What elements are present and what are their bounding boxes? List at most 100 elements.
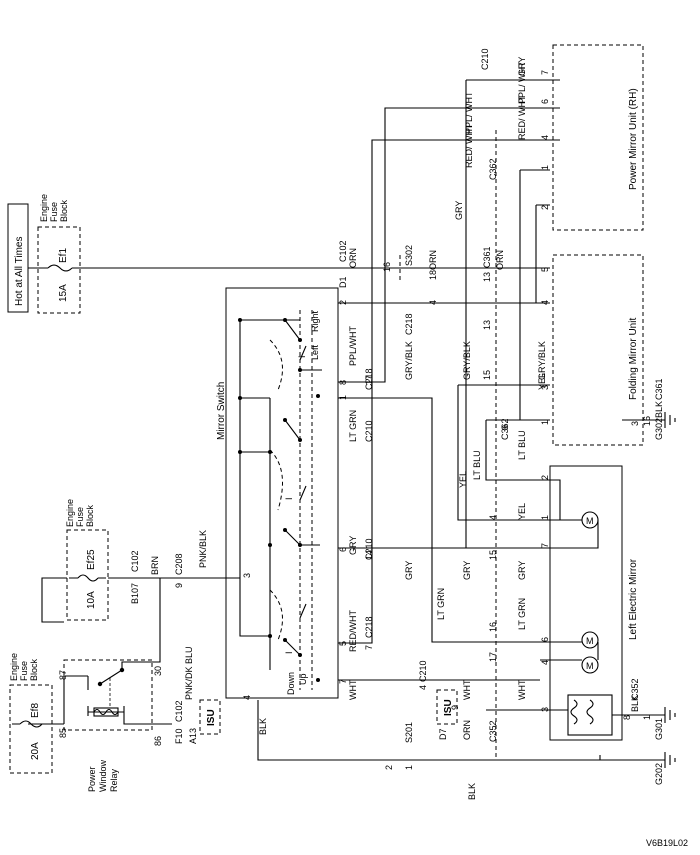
fuse-ef25: Ef25 10A bbox=[66, 529, 109, 621]
wire-ef25-input bbox=[41, 577, 67, 623]
ground-g302 bbox=[622, 412, 676, 428]
wire-relay-87 bbox=[63, 675, 89, 724]
wire-relay-86 bbox=[123, 716, 172, 725]
label-lt-blu-1: LT BLU bbox=[472, 450, 482, 480]
label-gry-2: GRY bbox=[404, 561, 414, 580]
svg-text:Ef1: Ef1 bbox=[58, 248, 69, 263]
svg-text:Fuse: Fuse bbox=[19, 661, 29, 681]
label-ppl-wht-rh-1: PPL/ WHT bbox=[464, 91, 474, 134]
svg-text:13: 13 bbox=[482, 320, 492, 330]
wire-ppl-wht-17 bbox=[338, 107, 560, 383]
fuse-block-label-2: Engine Fuse Block bbox=[65, 499, 95, 527]
power-window-relay: 87 30 85 86 Power Window Relay bbox=[58, 659, 163, 792]
svg-text:Fuse: Fuse bbox=[49, 202, 59, 222]
svg-text:2: 2 bbox=[338, 300, 348, 305]
label-yel-1: YEL bbox=[537, 373, 547, 390]
wire-c361-vertical bbox=[519, 169, 550, 420]
svg-text:Window: Window bbox=[98, 759, 108, 792]
fuse-ef1: Ef1 15A bbox=[37, 226, 81, 314]
label-gry-5: GRY bbox=[454, 201, 464, 220]
power-mirror-unit-rh: Power Mirror Unit (RH) bbox=[552, 44, 644, 231]
label-gry-rh: GRY bbox=[517, 57, 527, 76]
hot-at-all-times-box: Hot at All Times bbox=[7, 203, 29, 313]
svg-text:1: 1 bbox=[540, 515, 550, 520]
label-c210-4: C210 bbox=[480, 48, 490, 70]
label-gry-blk-2: GRY/BLK bbox=[462, 341, 472, 380]
label-c218-3: C218 bbox=[364, 616, 374, 638]
svg-text:3: 3 bbox=[630, 421, 640, 426]
svg-text:ISU: ISU bbox=[443, 699, 454, 716]
svg-text:14: 14 bbox=[364, 550, 374, 560]
label-wht-3: WHT bbox=[517, 679, 527, 700]
svg-text:Engine: Engine bbox=[65, 499, 75, 527]
svg-text:20A: 20A bbox=[30, 742, 41, 760]
svg-text:7: 7 bbox=[338, 679, 348, 684]
svg-text:86: 86 bbox=[153, 736, 163, 746]
wire-lt-grn-8 bbox=[338, 397, 540, 643]
svg-text:4: 4 bbox=[540, 135, 550, 140]
fuse-block-label-1: Engine Fuse Block bbox=[39, 194, 69, 222]
svg-text:4: 4 bbox=[540, 660, 550, 665]
label-yel-2: YEL bbox=[458, 471, 468, 488]
fuse-block-label-3: Engine Fuse Block bbox=[9, 653, 39, 681]
label-f10: F10 bbox=[174, 728, 184, 744]
label-c102-2: C102 bbox=[130, 550, 140, 572]
svg-text:6: 6 bbox=[540, 99, 550, 104]
svg-text:15: 15 bbox=[488, 550, 498, 560]
svg-text:15: 15 bbox=[482, 370, 492, 380]
label-g301: G301 bbox=[654, 718, 664, 740]
label-c361-1: C361 bbox=[482, 246, 492, 268]
label-lt-grn-3: LT GRN bbox=[517, 598, 527, 630]
label-c210-1: C210 bbox=[364, 420, 374, 442]
svg-text:1: 1 bbox=[642, 715, 652, 720]
folding-mirror-unit: Folding Mirror Unit bbox=[552, 254, 644, 446]
label-lt-grn-1: LT GRN bbox=[348, 410, 358, 442]
figure-code: V6B19L02 bbox=[646, 838, 688, 848]
svg-text:Right: Right bbox=[310, 310, 320, 332]
svg-text:17: 17 bbox=[488, 652, 498, 662]
wire-lt-blu bbox=[485, 419, 550, 481]
svg-text:17: 17 bbox=[364, 375, 374, 385]
svg-text:4: 4 bbox=[418, 685, 428, 690]
label-red-wht-rh-2: RED/ WHT bbox=[517, 95, 527, 140]
label-orn-2: ORN bbox=[428, 250, 438, 270]
label-blk-g301: BLK bbox=[630, 695, 640, 712]
svg-text:Ef8: Ef8 bbox=[30, 703, 41, 718]
svg-text:7: 7 bbox=[540, 70, 550, 75]
svg-text:Engine: Engine bbox=[9, 653, 19, 681]
svg-text:Folding Mirror Unit: Folding Mirror Unit bbox=[628, 318, 639, 400]
label-lt-blu-2: LT BLU bbox=[517, 430, 527, 460]
ground-g202 bbox=[600, 752, 676, 768]
svg-text:Relay: Relay bbox=[109, 768, 119, 792]
svg-text:M: M bbox=[586, 516, 594, 526]
svg-text:I: I bbox=[284, 651, 294, 654]
svg-text:Engine: Engine bbox=[39, 194, 49, 222]
label-c102-3: C102 bbox=[174, 700, 184, 722]
label-c208: C208 bbox=[174, 553, 184, 575]
label-brn: BRN bbox=[150, 556, 160, 575]
label-c352-1: C352 bbox=[488, 720, 498, 742]
label-d7: D7 bbox=[438, 728, 448, 740]
label-gry-3: GRY bbox=[462, 561, 472, 580]
svg-text:3: 3 bbox=[540, 385, 550, 390]
svg-text:5: 5 bbox=[338, 641, 348, 646]
label-gry-blk-3: GRY/BLK bbox=[537, 341, 547, 380]
label-c352-2: C352 bbox=[630, 678, 640, 700]
left-electric-mirror: Left Electric Mirror M M M bbox=[540, 465, 639, 741]
label-lt-grn-2: LT GRN bbox=[436, 588, 446, 620]
label-pnk-dk-blu: PNK/DK BLU bbox=[184, 646, 194, 700]
label-red-wht-rh-1: RED/ WHT bbox=[464, 123, 474, 168]
svg-text:Left: Left bbox=[310, 344, 320, 360]
isu-box-right: ISU bbox=[436, 689, 458, 725]
wire-blk-ground-switch bbox=[257, 700, 601, 761]
svg-text:15A: 15A bbox=[58, 284, 69, 302]
svg-text:4: 4 bbox=[540, 300, 550, 305]
svg-text:8: 8 bbox=[622, 715, 632, 720]
connector-labels: C102 C102 C102 C208 C210 C210 C210 C210 … bbox=[130, 48, 664, 744]
label-c218-1: C218 bbox=[404, 313, 414, 335]
svg-text:1: 1 bbox=[404, 765, 414, 770]
label-blk-2: BLK bbox=[467, 783, 477, 800]
svg-text:8: 8 bbox=[338, 380, 348, 385]
